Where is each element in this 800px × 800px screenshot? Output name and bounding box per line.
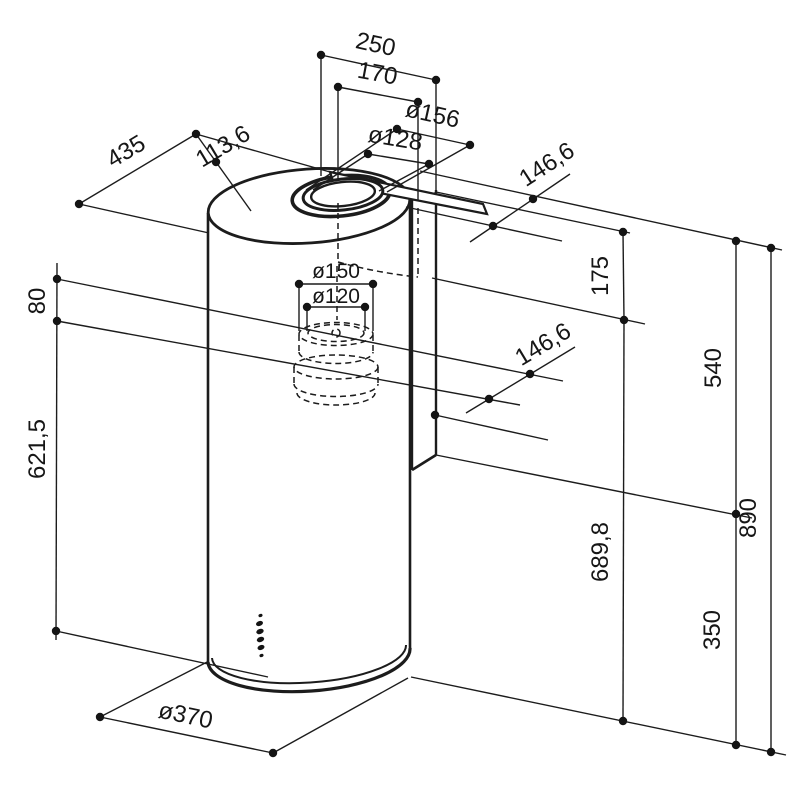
button-dot xyxy=(258,613,263,618)
dimension-146-6-mid xyxy=(465,346,576,414)
dimension-diameter-128 xyxy=(312,153,430,192)
dimension-170 xyxy=(337,86,419,200)
label-113-6: 113,6 xyxy=(191,120,255,173)
dimension-250 xyxy=(320,54,437,190)
button-dot xyxy=(259,653,264,658)
label-80: 80 xyxy=(24,288,51,315)
duct-hidden-bottom xyxy=(337,261,419,278)
button-dot xyxy=(256,636,265,643)
blower-center-mark xyxy=(331,328,341,338)
label-175: 175 xyxy=(587,256,614,296)
blower-housing-bottom xyxy=(293,383,379,398)
base-plate xyxy=(99,658,787,756)
base-plate-right-edge xyxy=(272,677,409,754)
button-dot xyxy=(257,644,265,651)
label-890: 890 xyxy=(735,498,762,538)
blower-housing-lower-rim xyxy=(296,392,376,406)
control-buttons xyxy=(256,613,265,658)
plate-extension-line xyxy=(195,133,331,173)
collar-inner-ring xyxy=(309,180,377,208)
dimension-175 xyxy=(622,231,625,321)
hood-body-fill xyxy=(208,213,410,655)
blower-inlet-hole xyxy=(307,323,365,343)
dimension-dots xyxy=(51,50,776,758)
hood-body xyxy=(206,167,412,694)
button-dot xyxy=(256,620,263,627)
floor-reference-line xyxy=(410,676,787,756)
button-dot xyxy=(256,628,264,635)
label-diameter-370: ø370 xyxy=(156,697,215,735)
hidden-duct-dashed xyxy=(336,203,419,320)
duct-collar-assembly xyxy=(195,133,489,219)
dimension-lines xyxy=(55,54,783,752)
label-540: 540 xyxy=(700,348,727,388)
label-diameter-150: ø150 xyxy=(312,260,360,283)
label-621-5: 621,5 xyxy=(24,419,51,479)
dimension-435 xyxy=(78,133,210,234)
base-diameter-dimension-line xyxy=(99,716,274,754)
label-170: 170 xyxy=(355,57,399,91)
label-435: 435 xyxy=(102,130,150,174)
label-350: 350 xyxy=(699,610,726,650)
dimension-right-extensions xyxy=(405,170,783,519)
dimension-146-6-top xyxy=(469,173,571,243)
hood-bottom-fill xyxy=(208,618,410,692)
label-689-8: 689,8 xyxy=(587,522,614,582)
label-146-6-mid: 146,6 xyxy=(510,318,575,372)
dimension-diameter-156 xyxy=(305,128,471,193)
dimension-diameter-150 xyxy=(298,283,374,331)
hood-bottom-rim-inner xyxy=(211,644,408,685)
label-146-6-top: 146,6 xyxy=(514,137,579,192)
dimension-113-6 xyxy=(195,133,252,212)
blower-flange-top xyxy=(298,321,374,347)
bracket-bottom-edge xyxy=(411,453,437,472)
dimension-689-8 xyxy=(622,319,625,722)
mounting-bracket xyxy=(410,190,438,472)
hood-bottom-rim xyxy=(206,647,412,694)
base-plate-back-edge xyxy=(99,658,214,718)
label-diameter-120: ø120 xyxy=(312,285,360,308)
blower-unit-dashed xyxy=(293,321,379,406)
label-diameter-128: ø128 xyxy=(366,121,424,156)
dimension-80-621-5 xyxy=(55,262,564,678)
blower-flange-bottom xyxy=(298,351,374,365)
